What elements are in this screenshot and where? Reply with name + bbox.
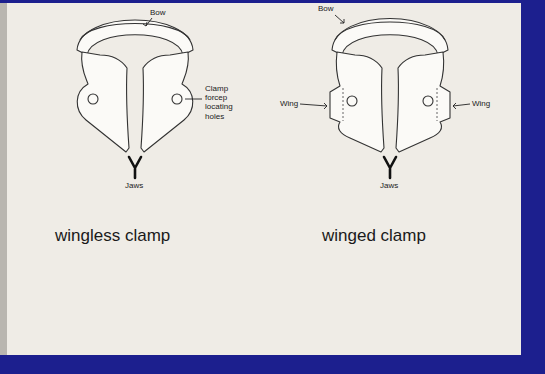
jaws-pointer xyxy=(384,157,396,178)
clamp-body-left xyxy=(330,52,384,152)
clamp-body-right xyxy=(141,52,193,152)
jaws-pointer xyxy=(129,157,141,178)
clamp-bow xyxy=(77,20,193,55)
figure-caption: wingless clamp xyxy=(55,226,170,246)
part-name: Jaws xyxy=(125,181,143,190)
bow-edge xyxy=(80,24,190,41)
part-name: Bow xyxy=(318,4,334,13)
arrowhead xyxy=(324,103,327,109)
part-name: Clamp forcep locating holes xyxy=(205,84,245,121)
leader-line xyxy=(453,104,470,106)
forcep-hole xyxy=(88,94,98,104)
clamp-body-left xyxy=(77,52,129,152)
forcep-hole xyxy=(347,96,357,106)
arrowhead xyxy=(340,19,344,23)
leader-line xyxy=(300,104,327,106)
forcep-hole xyxy=(172,94,182,104)
clamp-bow xyxy=(332,19,448,56)
wing-fold-line xyxy=(343,88,344,121)
part-name: Jaws xyxy=(380,181,398,190)
clamp-body-right xyxy=(396,52,450,152)
wing-fold-line xyxy=(437,88,438,121)
figure-caption: winged clamp xyxy=(322,226,426,246)
arrowhead xyxy=(143,22,147,26)
page-panel xyxy=(0,3,521,355)
arrowhead xyxy=(453,103,456,109)
leader-line xyxy=(335,15,344,23)
leader-line xyxy=(185,99,202,100)
bow-edge xyxy=(335,22,445,40)
part-name: Wing xyxy=(472,99,490,108)
part-name: Bow xyxy=(150,8,166,17)
forcep-hole xyxy=(423,96,433,106)
page-spine-shadow xyxy=(0,3,7,355)
part-name: Wing xyxy=(280,99,298,108)
